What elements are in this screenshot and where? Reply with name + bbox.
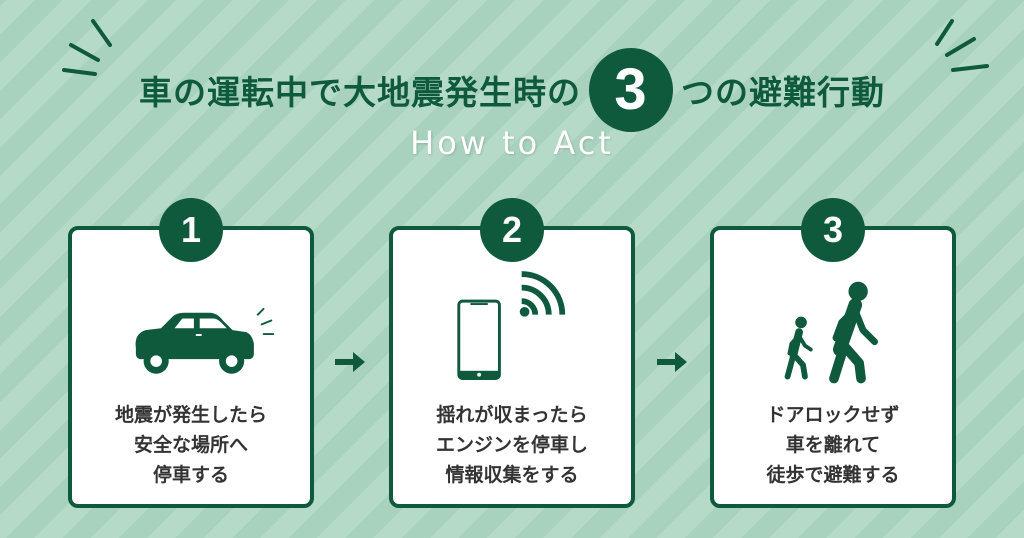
subtitle: How to Act bbox=[410, 124, 614, 162]
step-line: 地震が発生したら bbox=[114, 404, 267, 426]
title-number-badge: 3 bbox=[589, 48, 673, 132]
car-icon bbox=[135, 307, 275, 374]
step-line: 車を離れて bbox=[785, 434, 881, 456]
title-text-after: つの避難行動 bbox=[681, 73, 885, 112]
title-text-before: 車の運転中で大地震発生時の bbox=[139, 73, 581, 112]
step-card-3: 3 ドアロックせず 車を離れて 徒歩で避難する bbox=[710, 198, 956, 508]
step-line: 徒歩で避難する bbox=[766, 464, 900, 486]
burst-lines-right-icon bbox=[935, 19, 989, 72]
arrow-right-icon bbox=[657, 352, 687, 372]
step-line: 情報収集をする bbox=[445, 464, 579, 486]
burst-lines-left-icon bbox=[62, 19, 112, 76]
step-number-badge: 1 bbox=[159, 198, 223, 262]
step-line: 揺れが収まったら bbox=[436, 404, 588, 426]
step-number-badge: 3 bbox=[801, 198, 865, 262]
step-line: 停車する bbox=[152, 464, 229, 486]
step-description: 揺れが収まったら エンジンを停車し 情報収集をする bbox=[393, 400, 631, 490]
page-title: 車の運転中で大地震発生時の 3 つの避難行動 bbox=[0, 48, 1024, 132]
step-line: エンジンを停車し bbox=[435, 434, 588, 456]
step-line: ドアロックせず bbox=[766, 404, 900, 426]
smartphone-signal-icon bbox=[457, 271, 566, 380]
step-description: 地震が発生したら 安全な場所へ 停車する bbox=[72, 400, 310, 490]
step-description: ドアロックせず 車を離れて 徒歩で避難する bbox=[714, 400, 952, 490]
step-card-2: 2 揺れが収まったら エンジンを停車し 情報収集をする bbox=[389, 198, 635, 508]
step-number-badge: 2 bbox=[480, 198, 544, 262]
step-line: 安全な場所へ bbox=[133, 434, 248, 456]
walking-people-icon bbox=[784, 281, 878, 384]
arrow-right-icon bbox=[335, 352, 365, 372]
step-card-1: 1 地震が発生したら 安全な場所へ 停車する bbox=[68, 198, 314, 508]
